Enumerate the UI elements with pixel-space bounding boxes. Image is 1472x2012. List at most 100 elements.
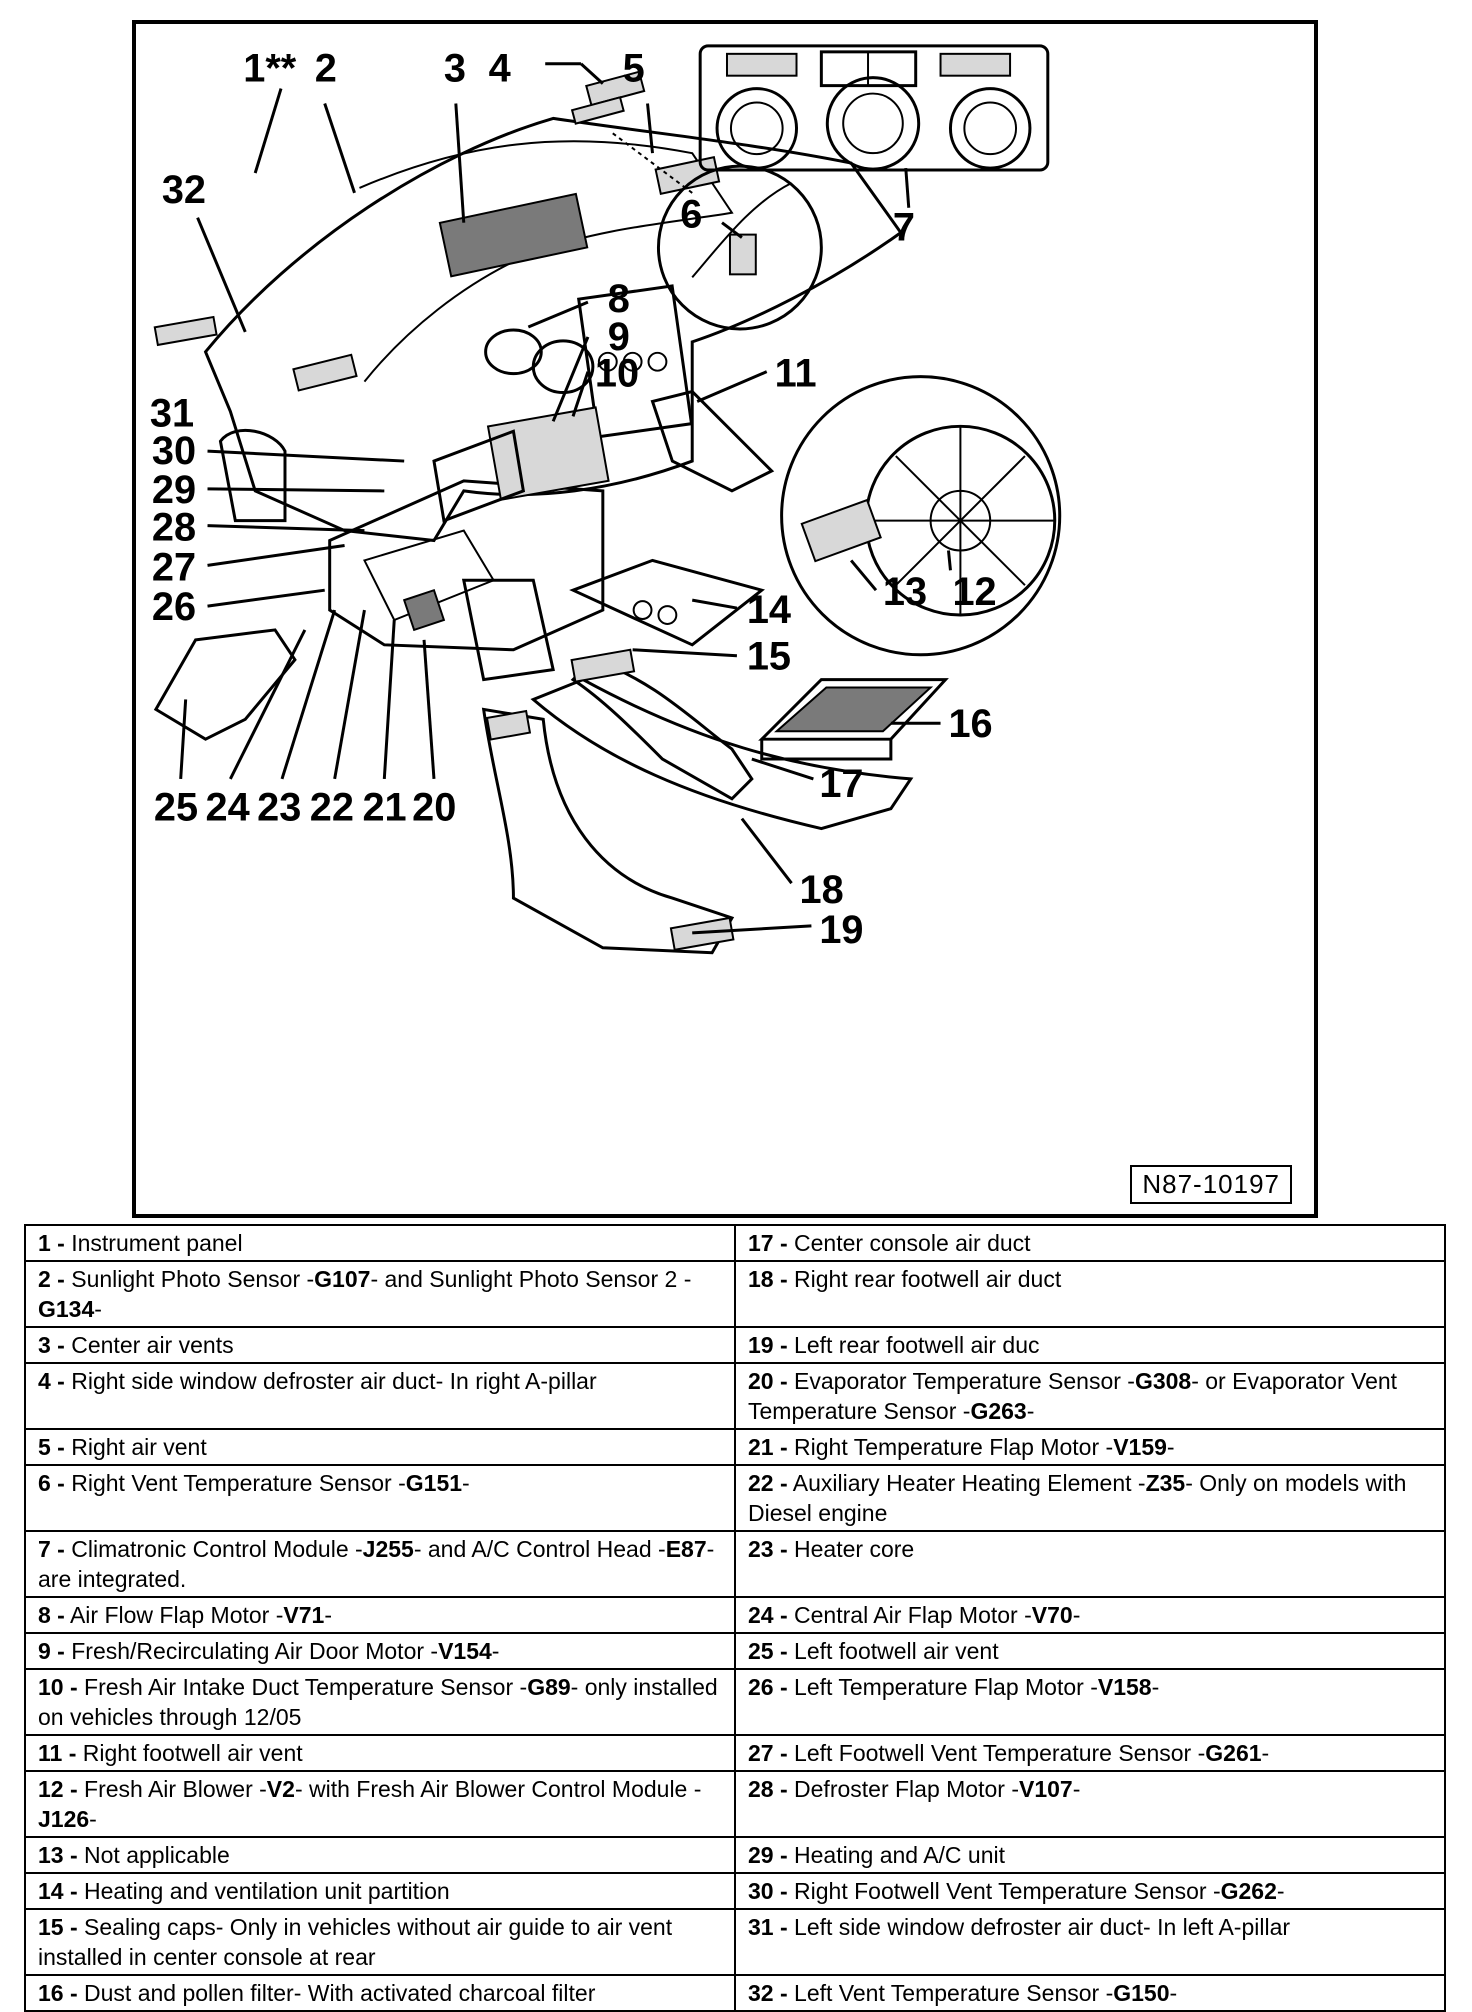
legend-item-number: 32 - [748,1980,788,2006]
legend-item-text: - and Sunlight Photo Sensor 2 - [370,1266,692,1292]
legend-item-text: - are integrated. [38,1536,715,1592]
legend-item-number: 17 - [748,1230,788,1256]
legend-item-text: - [1261,1740,1270,1766]
legend-item-number: 5 - [38,1434,65,1460]
legend-item-number: 9 - [38,1638,65,1664]
legend-item-text: Center air vents [71,1332,234,1358]
legend-item-text: Heating and A/C unit [794,1842,1006,1868]
legend-cell: 8 - Air Flow Flap Motor -V71- [24,1596,736,1634]
legend-item-text: - [1276,1878,1285,1904]
legend-cell: 2 - Sunlight Photo Sensor -G107- and Sun… [24,1260,736,1328]
legend-item-text: Left Footwell Vent Temperature Sensor - [794,1740,1206,1766]
legend-item-text: - [1072,1602,1081,1628]
legend-item-text: - or Evaporator Vent Temperature Sensor … [748,1368,1398,1424]
callout-18: 18 [799,868,843,912]
callout-5: 5 [623,47,645,91]
legend-item-number: 24 - [748,1602,788,1628]
callout-1: 1** [243,47,297,91]
legend-part-code: J255 [362,1536,414,1562]
legend-item-text: Defroster Flap Motor - [794,1776,1019,1802]
legend-item-text: Sealing caps- Only in vehicles without a… [38,1914,673,1970]
figure-id-label: N87-10197 [1130,1165,1292,1204]
callout-8: 8 [608,277,630,321]
callout-24: 24 [206,786,250,830]
legend-item-text: - [1151,1674,1160,1700]
callout-20: 20 [412,786,456,830]
legend-item-text: Instrument panel [71,1230,243,1256]
legend-item-text: Right air vent [71,1434,207,1460]
legend-part-code: J126 [38,1806,90,1832]
legend-cell: 19 - Left rear footwell air duc [734,1326,1446,1364]
rear-ducts-drawing [481,648,914,955]
callout-22: 22 [310,786,354,830]
legend-cell: 12 - Fresh Air Blower -V2- with Fresh Ai… [24,1770,736,1838]
legend-cell: 22 - Auxiliary Heater Heating Element -Z… [734,1464,1446,1532]
legend-item-text: - [491,1638,500,1664]
callout-2: 2 [315,47,337,91]
legend-part-code: V71 [283,1602,325,1628]
legend-item-text: - [89,1806,97,1832]
legend-item-text: Right Footwell Vent Temperature Sensor - [794,1878,1221,1904]
callout-31: 31 [150,391,194,435]
legend-part-code: V2 [266,1776,295,1802]
legend-cell: 16 - Dust and pollen filter- With activa… [24,1974,736,2012]
diagram-drawing: 1** 2 3 4 5 6 7 8 9 10 11 12 13 14 15 16… [150,44,1062,955]
legend-row: 12 - Fresh Air Blower -V2- with Fresh Ai… [24,1770,1446,1838]
exploded-diagram: 1** 2 3 4 5 6 7 8 9 10 11 12 13 14 15 16… [132,20,1318,1218]
legend-part-code: G89 [527,1674,571,1700]
callout-26: 26 [152,585,196,629]
legend-cell: 29 - Heating and A/C unit [734,1836,1446,1874]
leader-lines [179,62,952,935]
legend-part-code: V158 [1097,1674,1152,1700]
callout-25: 25 [154,786,198,830]
legend-item-text: - [462,1470,470,1496]
legend-part-code: V107 [1018,1776,1073,1802]
legend-part-code: G134 [38,1296,95,1322]
callout-27: 27 [152,545,196,589]
legend-part-code: E87 [665,1536,707,1562]
legend-row: 15 - Sealing caps- Only in vehicles with… [24,1908,1446,1976]
legend-item-text: - [324,1602,333,1628]
callout-32: 32 [162,168,206,212]
legend-item-text: Center console air duct [794,1230,1031,1256]
legend-cell: 11 - Right footwell air vent [24,1734,736,1772]
legend-item-text: - and A/C Control Head - [413,1536,666,1562]
legend-item-number: 19 - [748,1332,788,1358]
legend-item-text: - [1169,1980,1178,2006]
legend-item-number: 20 - [748,1368,788,1394]
legend-item-number: 2 - [38,1266,65,1292]
legend-part-code: Z35 [1145,1470,1186,1496]
legend-cell: 17 - Center console air duct [734,1224,1446,1262]
legend-part-code: G262 [1220,1878,1277,1904]
legend-item-text: Left footwell air vent [794,1638,999,1664]
legend-item-number: 7 - [38,1536,65,1562]
legend-item-text: Central Air Flap Motor - [794,1602,1032,1628]
legend-cell: 20 - Evaporator Temperature Sensor -G308… [734,1362,1446,1430]
legend-row: 16 - Dust and pollen filter- With activa… [24,1974,1446,2012]
callout-15: 15 [747,635,791,679]
legend-item-number: 21 - [748,1434,788,1460]
legend-item-number: 15 - [38,1914,78,1940]
callout-30: 30 [152,429,196,473]
callout-23: 23 [257,786,301,830]
legend-item-text: Left Vent Temperature Sensor - [794,1980,1114,2006]
legend-cell: 28 - Defroster Flap Motor -V107- [734,1770,1446,1838]
callout-13: 13 [883,570,927,614]
legend-item-text: Left rear footwell air duc [794,1332,1040,1358]
callout-11: 11 [775,352,817,396]
legend-part-code: V70 [1031,1602,1073,1628]
callout-3: 3 [444,47,466,91]
legend-item-number: 26 - [748,1674,788,1700]
legend-cell: 9 - Fresh/Recirculating Air Door Motor -… [24,1632,736,1670]
callout-6: 6 [680,193,702,237]
legend-part-code: G107 [314,1266,371,1292]
heating-ac-unit-drawing [328,406,610,682]
legend-item-number: 28 - [748,1776,788,1802]
legend-cell: 23 - Heater core [734,1530,1446,1598]
legend-cell: 3 - Center air vents [24,1326,736,1364]
callout-12: 12 [952,570,996,614]
